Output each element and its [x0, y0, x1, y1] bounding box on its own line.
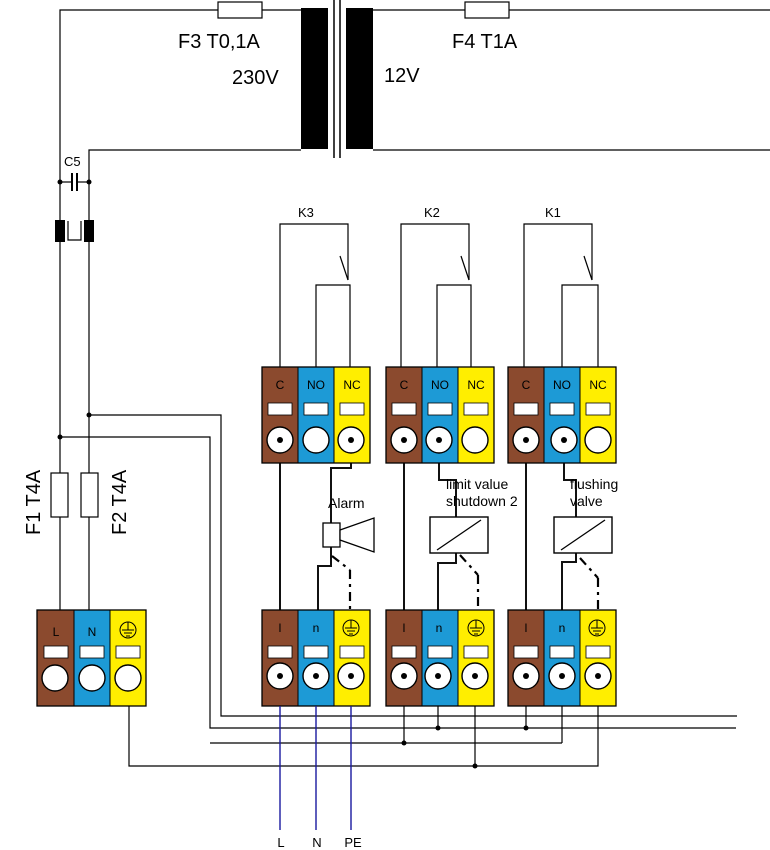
k3-no-label: NO [307, 378, 325, 392]
c5-label: C5 [64, 154, 81, 169]
secondary-voltage-label: 12V [384, 65, 420, 87]
p3-l-label: l [525, 621, 528, 635]
primary-voltage-label: 230V [232, 67, 279, 89]
k2-nc-label: NC [467, 378, 485, 392]
relay-k1-label: K1 [545, 205, 561, 220]
ground-icon [342, 619, 360, 637]
flushing-label-line2: valve [570, 493, 603, 509]
f2-label: F2 T4A [109, 469, 131, 535]
terminal-block-power-1: l n [261, 609, 371, 707]
transformer [301, 0, 373, 158]
ground-icon [467, 619, 485, 637]
f3-label: F3 T0,1A [178, 31, 261, 53]
k1-nc-label: NC [589, 378, 607, 392]
fuse-f1 [50, 472, 69, 518]
f4-label: F4 T1A [452, 31, 518, 53]
limit-label-line2: shutdown 2 [446, 493, 518, 509]
mains-pe-label: PE [344, 835, 362, 850]
k2-c-label: C [400, 378, 409, 392]
terminal-block-power-2: l n [385, 609, 495, 707]
ground-icon [588, 619, 606, 637]
fuse-f4 [464, 1, 510, 19]
relay-k3-label: K3 [298, 205, 314, 220]
mains-l-label: L [277, 835, 284, 850]
f1-label: F1 T4A [23, 469, 45, 535]
terminal-block-k2-contacts: C NO NC [385, 366, 495, 464]
p2-n-label: n [436, 621, 443, 635]
k3-nc-label: NC [343, 378, 361, 392]
ground-icon [119, 621, 137, 639]
terminal-block-power-3: l n [507, 609, 617, 707]
p1-l-label: l [279, 621, 282, 635]
terminal-block-k3-contacts: C NO NC [261, 366, 371, 464]
capacitor-c5 [57, 173, 92, 191]
relay-k2-label: K2 [424, 205, 440, 220]
p2-l-label: l [403, 621, 406, 635]
p1-n-label: n [313, 621, 320, 635]
fuse-f2 [80, 472, 99, 518]
flushing-label-line1: flushing [570, 476, 618, 492]
limit-label-line1: limit value [446, 476, 508, 492]
fuse-f3 [217, 1, 263, 19]
alarm-label: Alarm [328, 495, 365, 511]
p3-n-label: n [559, 621, 566, 635]
mains-n-label: N [312, 835, 321, 850]
line-filter [55, 220, 94, 242]
main-l-label: L [53, 625, 60, 639]
relay-coil-limit [429, 516, 489, 554]
k2-no-label: NO [431, 378, 449, 392]
main-n-label: N [88, 625, 97, 639]
terminal-block-k1-contacts: C NO NC [507, 366, 617, 464]
k3-c-label: C [276, 378, 285, 392]
alarm-horn-icon [322, 517, 375, 553]
k1-no-label: NO [553, 378, 571, 392]
k1-c-label: C [522, 378, 531, 392]
terminal-block-main-power: L N [36, 609, 147, 707]
relay-coil-flushing [553, 516, 613, 554]
